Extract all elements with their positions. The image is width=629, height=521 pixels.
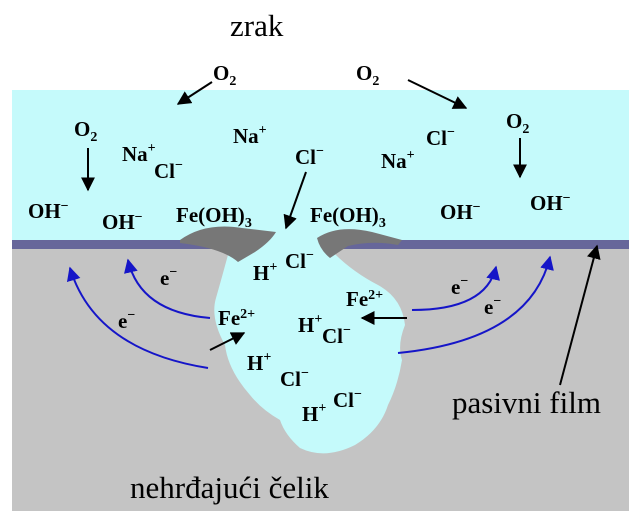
electron-label-3: e− [451, 274, 468, 299]
label-stainless-steel: nehrđajući čelik [130, 470, 329, 505]
electron-arrow-right-outer [397, 255, 554, 354]
electron-label-2: e− [118, 308, 135, 333]
species-na-3: Na+ [381, 148, 415, 173]
species-h-pit-2: H+ [298, 312, 322, 337]
label-passive-film: pasivni film [452, 385, 601, 420]
species-oh-3: OH− [440, 200, 481, 224]
species-fe2-right: Fe2+ [346, 287, 383, 311]
species-cl-1: Cl− [154, 158, 183, 183]
species-oh-4: OH− [530, 191, 571, 215]
species-cl-pit-2: Cl− [322, 323, 351, 348]
species-h-pit-1: H+ [253, 260, 277, 285]
label-air: zrak [230, 8, 284, 43]
species-o2-top-left: O2 [213, 61, 236, 89]
rust-cap-left [180, 226, 276, 262]
species-h-pit-4: H+ [302, 401, 326, 426]
species-o2-left: O2 [74, 117, 97, 145]
species-cl-pit-1: Cl− [285, 248, 314, 273]
species-oh-1: OH− [28, 199, 69, 223]
species-o2-top-right: O2 [356, 61, 379, 89]
species-na-2: Na+ [233, 123, 267, 148]
species-na-1: Na+ [122, 141, 156, 166]
species-cl-2: Cl− [295, 144, 324, 169]
species-h-pit-3: H+ [247, 350, 271, 375]
electron-label-1: e− [160, 265, 177, 290]
rust-cap-right [317, 229, 402, 258]
arrow-passive-film-pointer [559, 244, 601, 386]
electron-arrow-right-inner [411, 265, 500, 311]
arrow-o2-left-to-surface [176, 81, 213, 105]
species-fe2-left: Fe2+ [218, 306, 255, 330]
corrosion-pit [214, 240, 405, 454]
species-feoh3-left: Fe(OH)3 [176, 203, 252, 231]
arrow-fe2-left [209, 332, 246, 351]
electron-arrow-left-inner [124, 258, 211, 319]
species-cl-pit-3: Cl− [280, 366, 309, 391]
species-feoh3-right: Fe(OH)3 [310, 203, 386, 231]
electron-arrow-left-outer [66, 266, 209, 369]
arrow-cl-into-pit [283, 171, 307, 230]
arrow-o2-right-to-surface [407, 79, 468, 109]
electron-label-4: e− [484, 294, 501, 319]
species-cl-3: Cl− [426, 125, 455, 150]
species-o2-right: O2 [506, 109, 529, 137]
species-cl-pit-4: Cl− [333, 387, 362, 412]
species-oh-2: OH− [102, 210, 143, 234]
